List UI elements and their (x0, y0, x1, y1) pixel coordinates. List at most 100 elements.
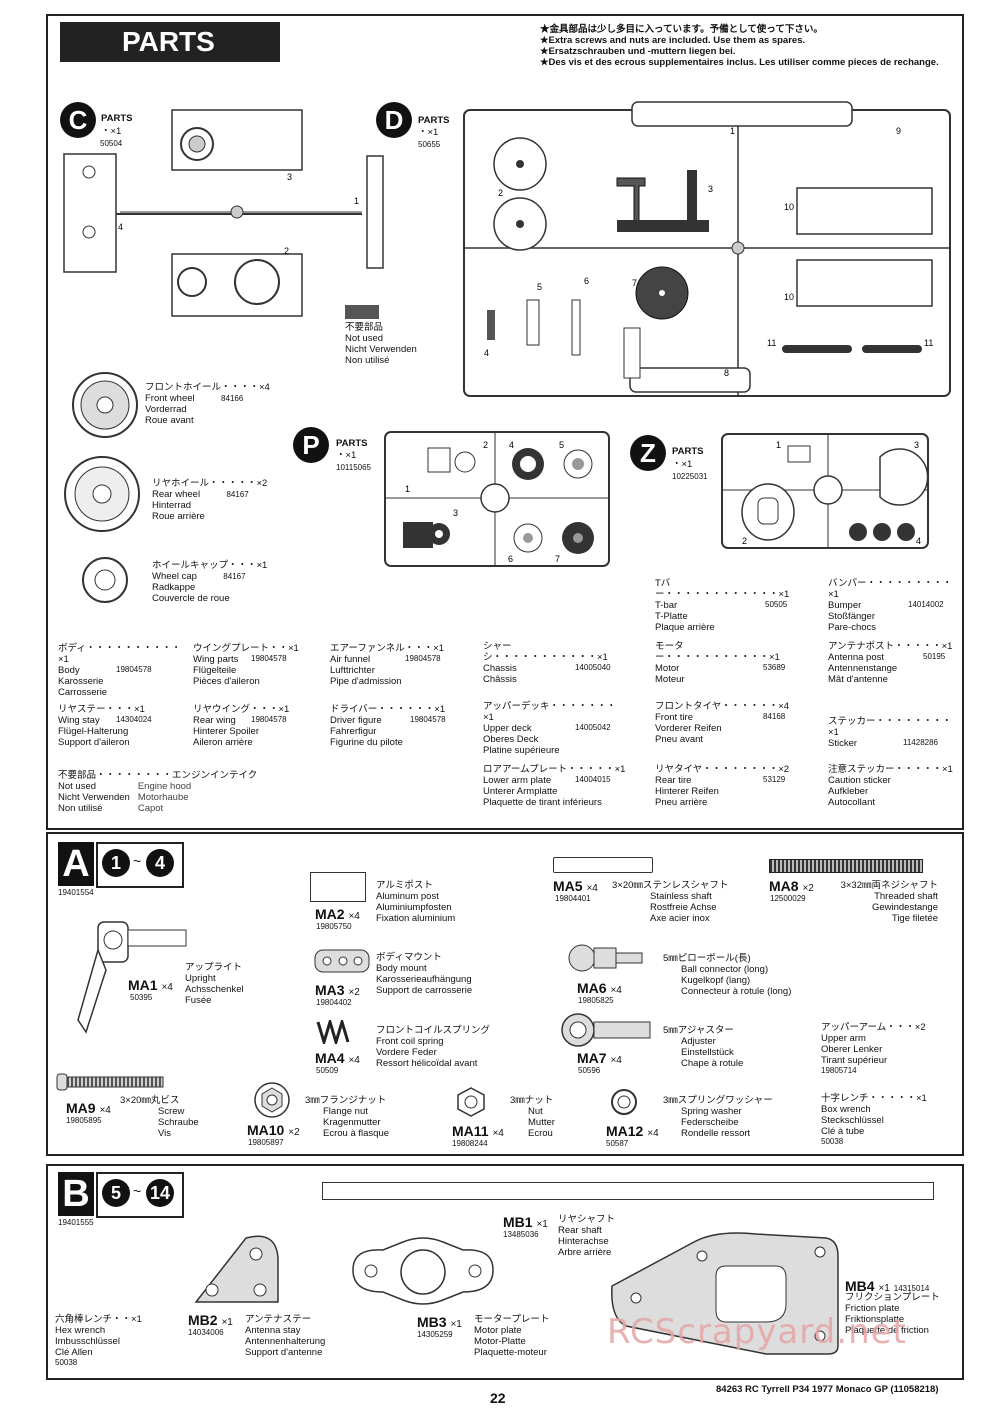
ma3-code: MA3 (315, 982, 345, 998)
svg-text:2: 2 (483, 440, 488, 450)
sprue-z-letter: Z (640, 438, 656, 468)
sprue-p-qty: ・×1 (336, 450, 357, 461)
label-jp: ロアアームプレート・・・・・×1 (483, 764, 626, 775)
label-en: Body (58, 665, 80, 676)
label-fr: Figurine du pilote (330, 737, 403, 748)
threaded-shaft-icon (769, 859, 923, 873)
bag-b-tilde: ~ (133, 1183, 142, 1199)
label-fr: Connecteur à rotule (long) (681, 986, 792, 997)
ma12-id: MA12 ×4 (606, 1123, 659, 1139)
svg-text:7: 7 (632, 278, 637, 288)
label-jp: アッパーアーム・・・×2 (821, 1022, 926, 1033)
label-de: Karosserieaufhängung (376, 974, 472, 985)
label-en: Front wheel (145, 393, 195, 404)
note-jp: ★金具部品は少し多目に入っています。予備として使って下さい。 (540, 24, 823, 35)
bag-b-steps (96, 1172, 184, 1218)
label-jp: 5㎜ピローボール(長) (663, 953, 751, 964)
ma11-qty: ×4 (492, 1128, 504, 1139)
mb1-part-code: 13485036 (503, 1230, 539, 1239)
mb2-part-code: 14034006 (188, 1328, 224, 1337)
label-jp: リヤタイヤ・・・・・・・・×2 (655, 764, 790, 775)
engine-hood-fr: Capot (137, 803, 164, 814)
bag-a-step-to: 4 (146, 849, 174, 877)
label-de: Antennenstange (828, 663, 898, 674)
coil-spring-icon (316, 1020, 350, 1044)
ma4-label: フロントコイルスプリング Front coil spring Vordere F… (376, 1025, 490, 1069)
ma4-qty: ×4 (348, 1055, 360, 1066)
sprue-c-letter: C (68, 105, 88, 135)
ma6-part-code: 19805825 (578, 996, 614, 1005)
sprue-c-tag: C (60, 102, 96, 138)
label-en: Spring washer (681, 1106, 742, 1117)
note-fr: ★Des vis et des ecrous supplementaires i… (540, 57, 939, 68)
ma5-code: MA5 (553, 878, 583, 894)
label-en: Antenna stay (245, 1325, 301, 1336)
label-fr: Pneu arrière (655, 797, 708, 808)
label-en: Ball connector (long) (681, 964, 769, 975)
label-jp: 5㎜アジャスター (663, 1025, 734, 1036)
mb3-qty: ×1 (450, 1319, 462, 1330)
sprue-c-code: 50504 (100, 139, 123, 148)
label-jp: フリクションプレート (845, 1292, 940, 1303)
label-en: Upright (185, 973, 216, 984)
label-jp: ウイングプレート・・×1 (193, 643, 299, 654)
page-number: 22 (490, 1390, 506, 1406)
label-en: Motor plate (474, 1325, 522, 1336)
label-fr: Carrosserie (58, 687, 108, 698)
flange-nut-icon (254, 1082, 290, 1118)
label-en: Antenna post (828, 652, 884, 663)
ma3-qty: ×2 (348, 987, 360, 998)
label-jp: リヤシャフト (558, 1214, 616, 1225)
svg-text:6: 6 (584, 276, 589, 286)
label-fr: Clé Allen (55, 1347, 93, 1358)
label-fr: Support d'antenne (245, 1347, 323, 1358)
label-fr: Moteur (655, 674, 685, 685)
box-wrench-label: 十字レンチ・・・・・×1 Box wrench Steckschlüssel C… (821, 1093, 931, 1147)
label-de: T-Platte (655, 611, 688, 622)
part-code: 50195 (923, 652, 946, 661)
label-jp: アンテナポスト・・・・・×1 (828, 641, 953, 652)
label-fr: Pièces d'aileron (193, 676, 260, 687)
svg-text:1: 1 (776, 440, 781, 450)
label-jp: 3㎜ナット (510, 1095, 554, 1106)
label-en: Air funnel (330, 654, 371, 665)
label-fr: Platine supérieure (483, 745, 560, 756)
not-used-de: Nicht Verwenden (345, 344, 417, 355)
ma2-part-code: 19805750 (316, 922, 352, 931)
ma1-part-code: 50395 (130, 993, 153, 1002)
svg-text:11: 11 (924, 338, 933, 348)
rear-wheel-icon (64, 456, 140, 532)
ma2-id: MA2 ×4 (315, 906, 360, 922)
svg-text:7: 7 (555, 554, 560, 564)
ma11-label: 3㎜ナット Nut Mutter Ecrou (510, 1095, 555, 1139)
label-jp: シャーシ・・・・・・・・・・・×1 (483, 641, 608, 663)
not-used-fr: Non utilisé (345, 355, 390, 366)
not-used-label: 不要部品 Not used Nicht Verwenden Non utilis… (345, 322, 417, 366)
sprue-d-label: PARTS (418, 115, 450, 126)
ma5-qty: ×4 (586, 883, 598, 894)
sprue-c-label: PARTS (101, 113, 133, 124)
ma11-id: MA11 ×4 (452, 1123, 504, 1139)
label-en: Threaded shaft (874, 891, 938, 902)
label-jp: Tバー・・・・・・・・・・・・×1 (655, 578, 790, 600)
svg-text:2: 2 (498, 188, 503, 198)
label-jp: リヤウイング・・・×1 (193, 704, 290, 715)
label-fr: Support d'aileron (58, 737, 130, 748)
part-code: 19804578 (410, 715, 446, 724)
label-de: Steckschlüssel (821, 1115, 884, 1126)
svg-text:9: 9 (896, 126, 901, 136)
label-fr: Fixation aluminium (376, 913, 456, 924)
ma1-qty: ×4 (161, 982, 173, 993)
label-fr: Pneu avant (655, 734, 704, 745)
label-en: Caution sticker (828, 775, 891, 786)
label-fr: Aileron arrière (193, 737, 253, 748)
label-jp: 不要部品・・・・・・・・エンジンインテイク (58, 770, 258, 781)
body-mount-icon (314, 949, 370, 973)
label-fr: Plaquette-moteur (474, 1347, 547, 1358)
label-jp: 3㎜フランジナット (305, 1095, 387, 1106)
stainless-shaft-icon (553, 857, 653, 873)
ma10-label: 3㎜フランジナット Flange nut Kragenmutter Ecrou … (305, 1095, 389, 1139)
